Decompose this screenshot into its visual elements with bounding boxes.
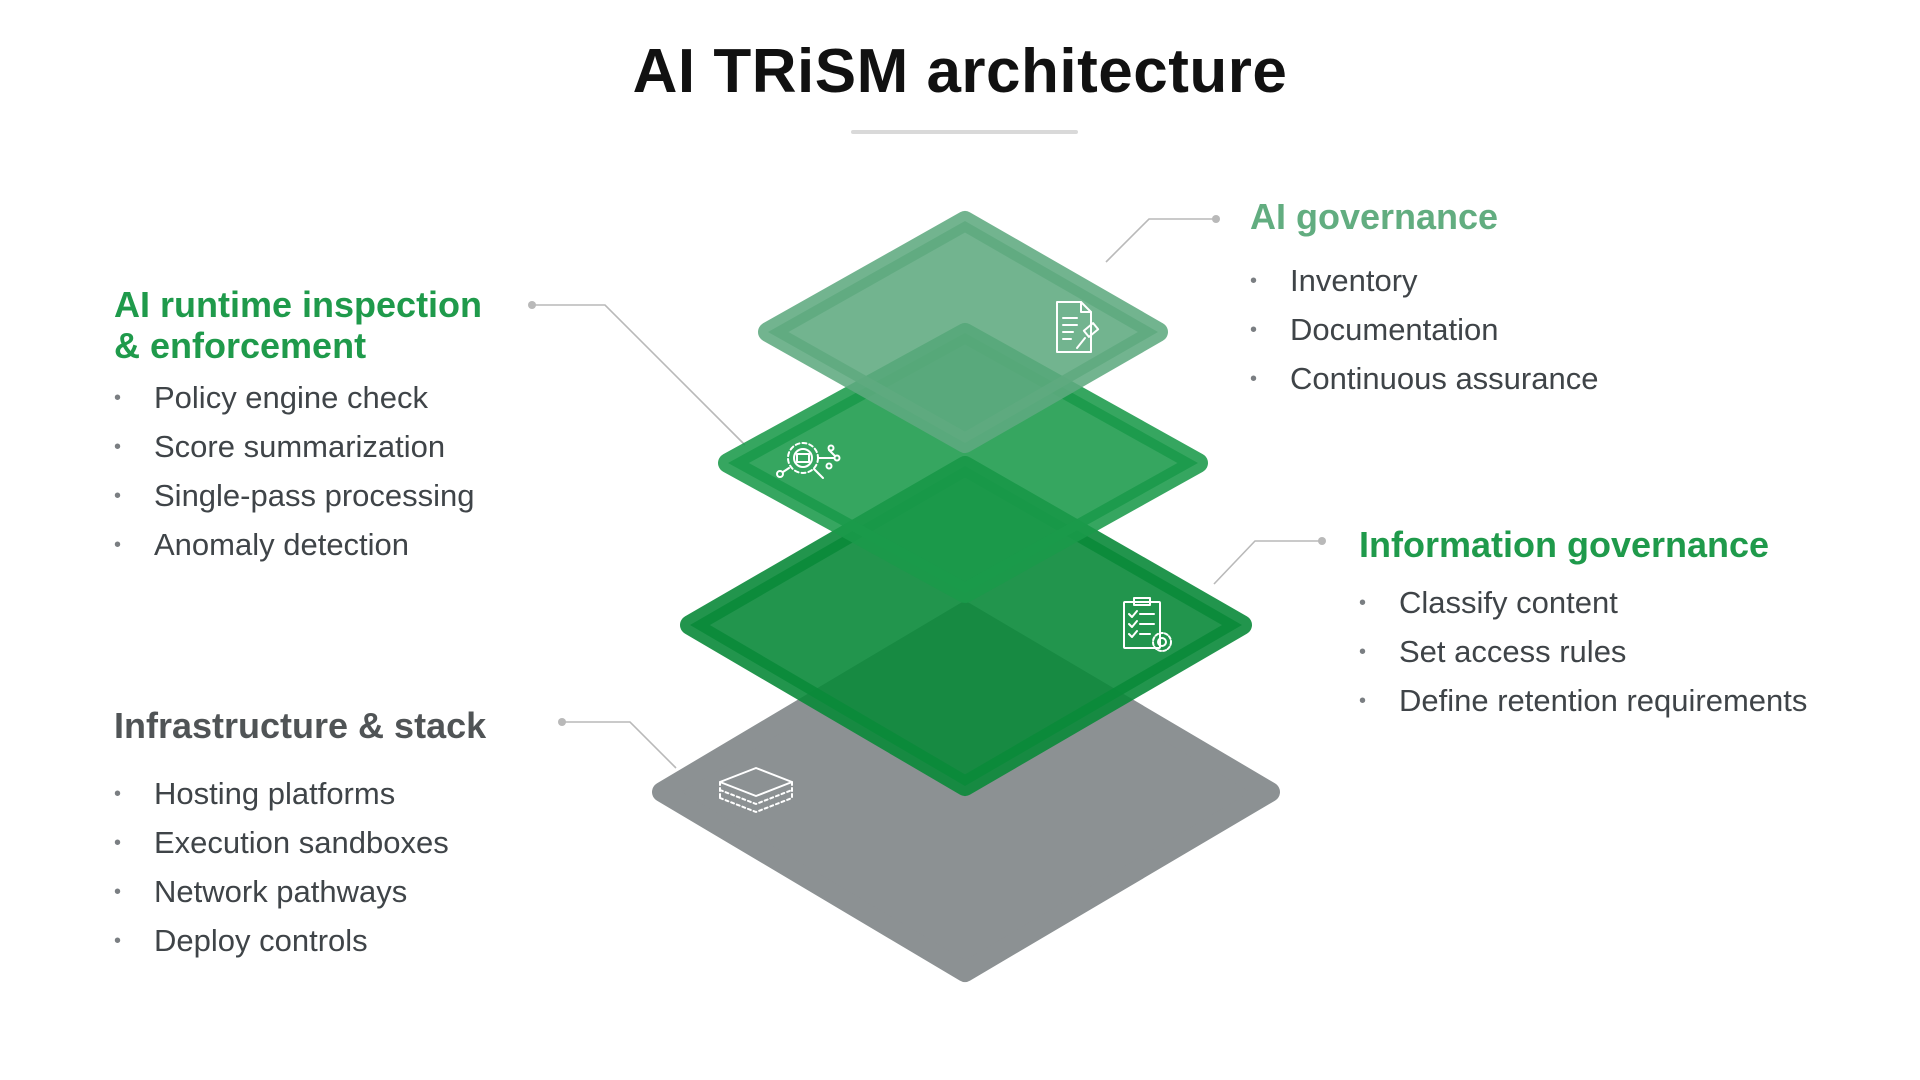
section-runtime-inspection: AI runtime inspection & enforcement Poli… [114, 284, 574, 572]
infra-list: Hosting platforms Execution sandboxes Ne… [114, 772, 574, 968]
runtime-heading-line2: & enforcement [114, 325, 367, 366]
connector-runtime [532, 304, 746, 446]
layer-runtime-inspection [718, 323, 1208, 603]
section-information-governance: Information governance Classify content … [1359, 524, 1879, 728]
runtime-heading: AI runtime inspection & enforcement [114, 284, 574, 366]
list-item: Define retention requirements [1359, 679, 1879, 728]
list-item: Deploy controls [114, 919, 574, 968]
list-item: Single-pass processing [114, 474, 574, 523]
ai-governance-list: Inventory Documentation Continuous assur… [1250, 259, 1710, 406]
connector-dot-info-governance [1318, 537, 1326, 545]
stack-layers-icon [719, 767, 793, 813]
connector-dot-infra [558, 718, 566, 726]
list-item: Classify content [1359, 581, 1879, 630]
list-item: Anomaly detection [114, 523, 574, 572]
connector-infra [562, 721, 677, 769]
list-item: Hosting platforms [114, 772, 574, 821]
list-item: Execution sandboxes [114, 821, 574, 870]
list-item: Documentation [1250, 308, 1710, 357]
info-governance-heading: Information governance [1359, 524, 1770, 565]
gear-network-icon [776, 442, 841, 479]
list-item: Set access rules [1359, 630, 1879, 679]
page-title: AI TRiSM architecture [632, 37, 1288, 106]
list-item: Continuous assurance [1250, 357, 1710, 406]
info-governance-list: Classify content Set access rules Define… [1359, 581, 1879, 728]
connector-info-governance [1213, 540, 1322, 585]
infra-heading: Infrastructure & stack [114, 705, 487, 746]
runtime-heading-line1: AI runtime inspection [114, 284, 483, 325]
list-item: Inventory [1250, 259, 1710, 308]
document-gavel-icon [1056, 301, 1100, 353]
runtime-list: Policy engine check Score summarization … [114, 376, 574, 572]
layer-information-governance [680, 456, 1252, 796]
title-divider [851, 130, 1078, 134]
ai-governance-heading: AI governance [1250, 196, 1499, 237]
connector-dot-ai-governance [1212, 215, 1220, 223]
list-item: Score summarization [114, 425, 574, 474]
checklist-gear-icon [1123, 597, 1172, 652]
section-ai-governance: AI governance Inventory Documentation Co… [1250, 196, 1710, 406]
connector-dot-runtime [528, 301, 536, 309]
connector-ai-governance [1105, 218, 1216, 263]
layer-ai-governance [758, 211, 1168, 453]
list-item: Network pathways [114, 870, 574, 919]
section-infrastructure: Infrastructure & stack Hosting platforms… [114, 705, 574, 968]
list-item: Policy engine check [114, 376, 574, 425]
